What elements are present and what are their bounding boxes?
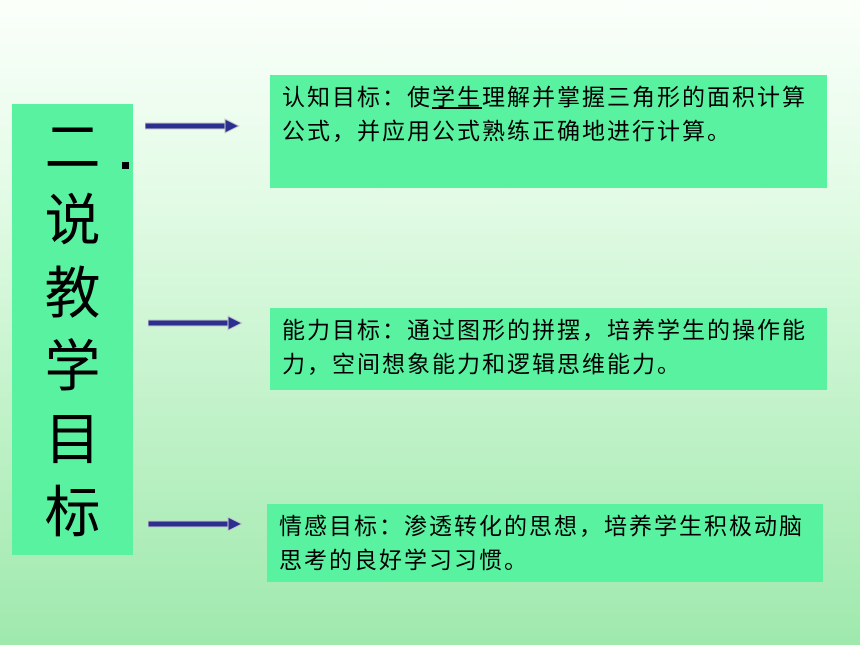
goal-text-underlined: 学生 [432, 85, 482, 111]
ability-goal-box: 能力目标：通过图形的拼摆，培养学生的操作能力，空间想象能力和逻辑思维能力。 [270, 308, 827, 390]
title-char: 学 [44, 335, 101, 400]
title-char: 教 [44, 262, 101, 327]
title-char: 二 [44, 116, 101, 181]
title-dot [122, 162, 129, 169]
goal-text: 情感目标：渗透转化的思想，培养学生积极动脑思考的良好学习习惯。 [279, 514, 804, 574]
emotion-goal-box: 情感目标：渗透转化的思想，培养学生积极动脑思考的良好学习习惯。 [267, 504, 823, 582]
goal-text-pre: 认知目标：使 [282, 85, 432, 111]
title-char: 说 [44, 189, 101, 254]
goal-text-post: 理解并掌握三角形的面积计算公式，并应用公式熟练正确地进行计算。 [282, 85, 807, 145]
right-arrow-icon [145, 118, 240, 134]
title-char: 目 [44, 408, 101, 473]
title-char: 标 [44, 481, 101, 546]
right-arrow-icon [148, 315, 243, 331]
right-arrow-icon [148, 516, 243, 532]
title-box: 二 说 教 学 目 标 [12, 104, 133, 555]
goal-text: 能力目标：通过图形的拼摆，培养学生的操作能力，空间想象能力和逻辑思维能力。 [282, 318, 807, 378]
cognitive-goal-box: 认知目标：使学生理解并掌握三角形的面积计算公式，并应用公式熟练正确地进行计算。 [270, 75, 827, 188]
